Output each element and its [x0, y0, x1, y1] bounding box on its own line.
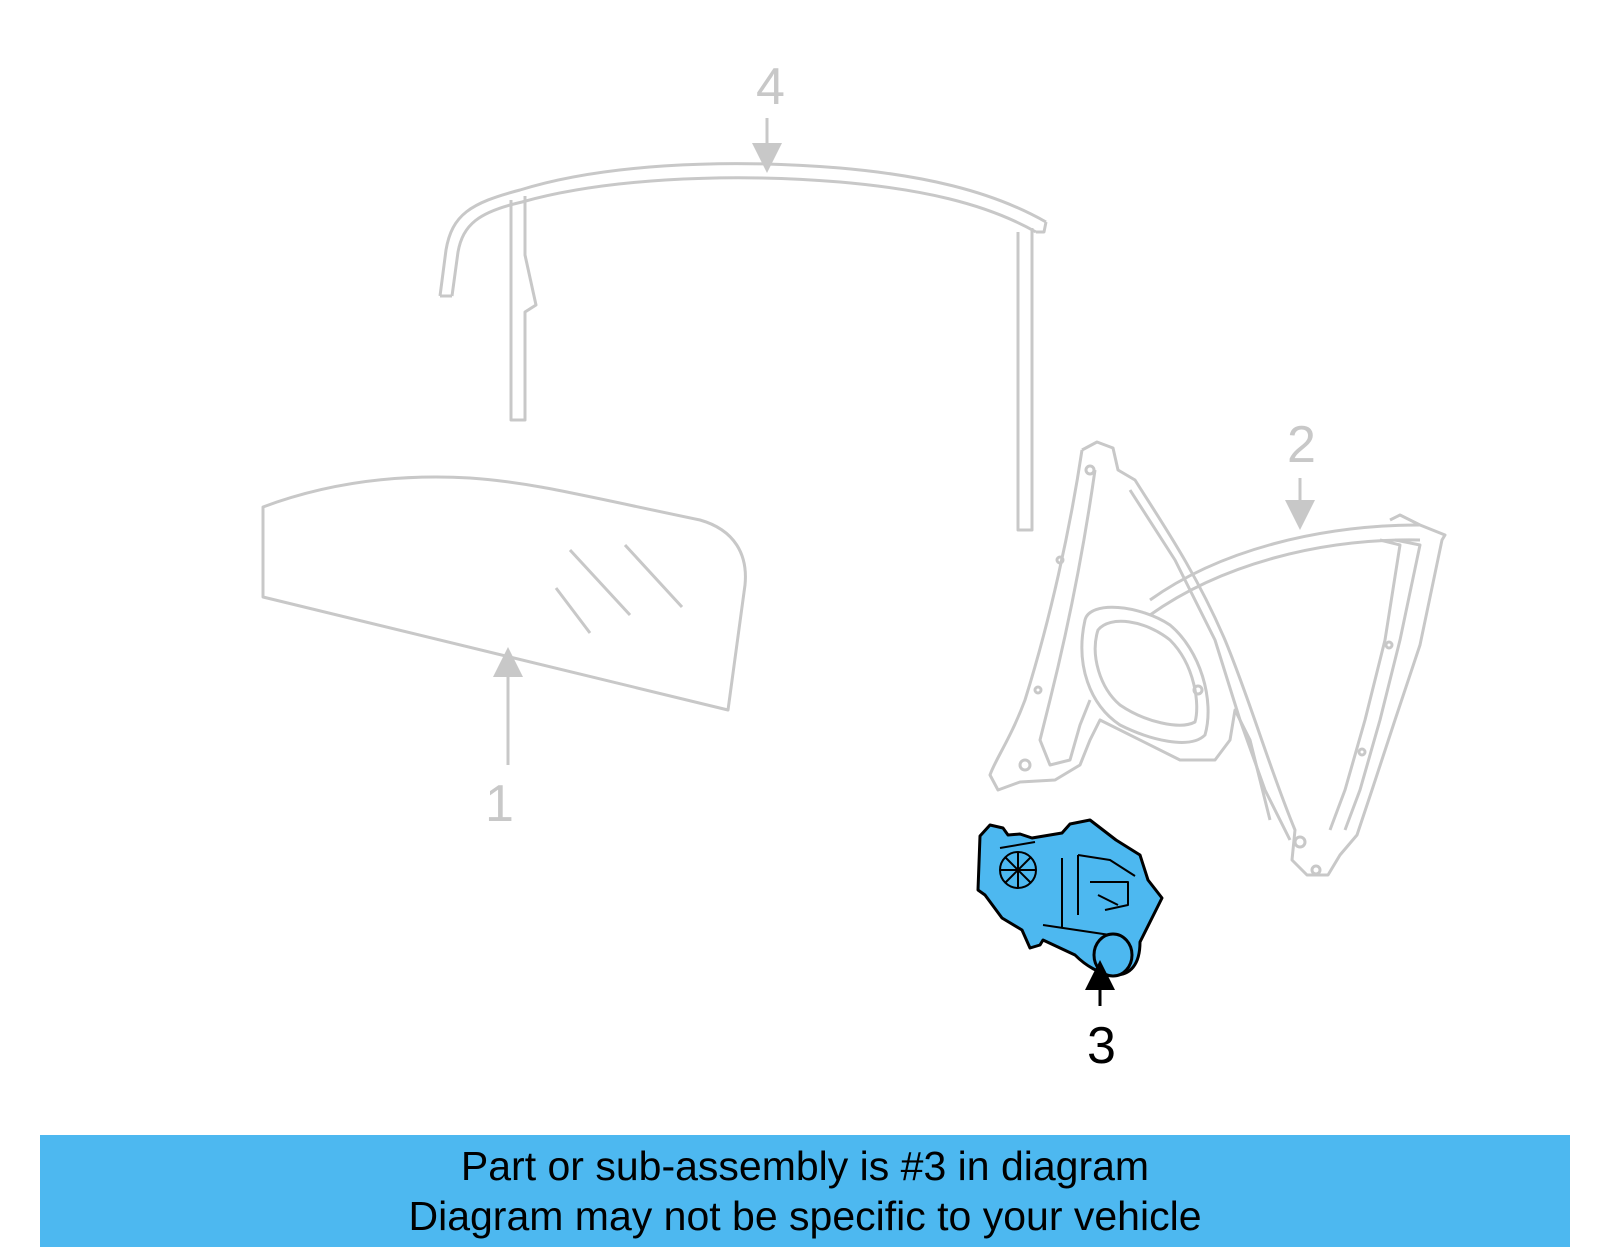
part-3-window-motor	[976, 818, 1164, 978]
callout-part-4: 4	[756, 58, 785, 116]
part-1-door-glass	[261, 475, 747, 712]
callout-part-3: 3	[1087, 1017, 1116, 1075]
callout-part-1: 1	[485, 775, 514, 833]
part-2-window-regulator	[988, 440, 1447, 877]
part-4-window-run-channel	[438, 162, 1048, 532]
banner-line-disclaimer: Diagram may not be specific to your vehi…	[408, 1193, 1202, 1239]
banner-line-part-info: Part or sub-assembly is #3 in diagram	[460, 1143, 1150, 1189]
info-banner: Part or sub-assembly is #3 in diagram Di…	[40, 1135, 1570, 1247]
callout-part-2: 2	[1287, 416, 1316, 474]
